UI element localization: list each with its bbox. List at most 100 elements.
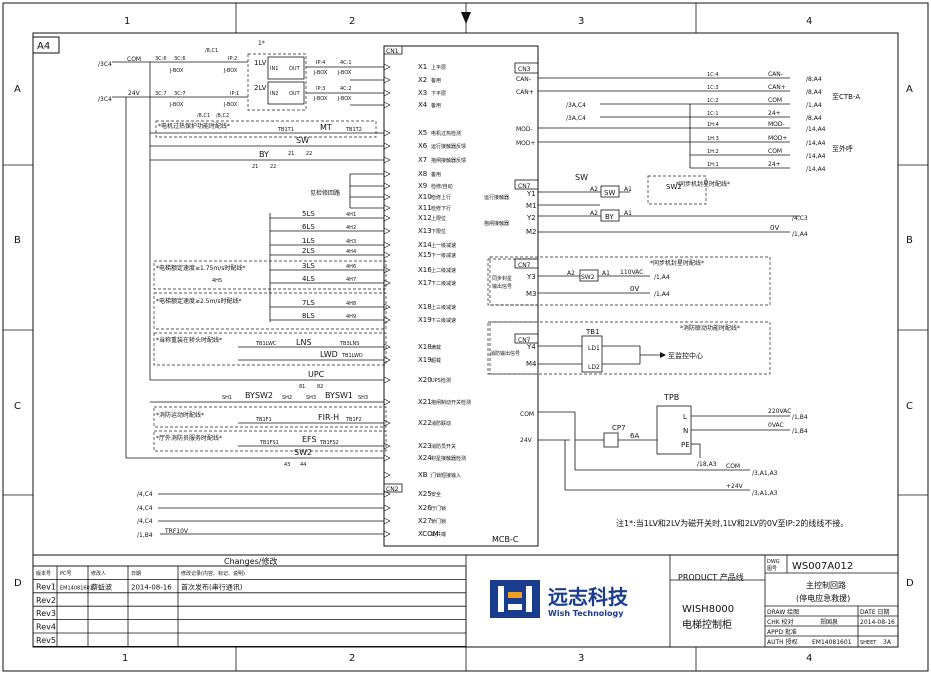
product-label: PRODUCT 产品线 [678,572,744,582]
changes-cell: Rev4 [36,623,56,632]
svg-text:3C:7: 3C:7 [155,91,167,97]
input-pin-label: X10 [418,193,432,201]
svg-text:EM14081601: EM14081601 [812,639,852,646]
drawing-subtitle: (停电应急救援) [796,593,850,603]
svg-text:4H8: 4H8 [346,301,356,307]
input-terminal-marker [383,530,391,538]
input-pin-label: X4 [418,101,428,109]
svg-text:4H9: 4H9 [346,314,356,320]
svg-text:SHEET: SHEET [860,640,877,646]
col-label-1: 1 [124,16,130,27]
y1-pin: Y1 [526,190,536,198]
svg-text:LNS: LNS [296,338,312,347]
input-terminal-marker [383,241,391,249]
input-terminal-marker [383,129,391,137]
speed-175-note: *电梯额定速度≥1.75m/s时配线* [156,264,245,272]
svg-text:COM: COM [520,411,534,418]
changes-header: 修改记录(内容、标记、说明) [181,570,245,577]
input-pin-label: X18 [418,303,432,311]
input-pin-label: X6 [418,142,428,150]
svg-text:/8,C2: /8,C2 [216,113,229,119]
svg-text:CHK 校对: CHK 校对 [767,618,794,626]
changes-header: 日期 [131,571,141,577]
svg-text:EFS: EFS [302,435,317,444]
inspection-note: 见检修回路 [310,189,340,197]
can-plus-pin: CAN+ [516,89,534,96]
input-pin-desc: 检修下行 [431,205,451,212]
svg-text:3C:7: 3C:7 [174,91,186,97]
svg-text:郑国泉: 郑国泉 [820,618,838,626]
svg-text:4H1: 4H1 [346,212,356,218]
input-pin-label: X15 [418,251,432,259]
input-pin-label: X7 [418,156,427,164]
svg-text:输出信号: 输出信号 [492,283,512,290]
brake-contactor-label: 抱闸接触器 [484,220,509,227]
input-pin-desc: 下一级减速 [431,252,456,259]
svg-text:DWG: DWG [767,559,780,565]
cn1-label: CN1 [386,48,399,55]
svg-text:2LS: 2LS [302,247,315,255]
svg-text:CAN-: CAN- [768,71,783,78]
svg-text:4H6: 4H6 [346,264,356,270]
svg-text:/8,C1: /8,C1 [197,113,210,119]
input-pin-label: X17 [418,279,432,287]
svg-text:4H7: 4H7 [346,277,356,283]
svg-text:LD2: LD2 [588,364,600,371]
footnote: 注1*:当1LV和2LV为磁开关时,1LV和2LV的0V至IP:2的线线不接。 [616,518,848,528]
cn3-label: CN3 [518,66,531,73]
svg-text:1H:4: 1H:4 [707,122,719,128]
svg-text:110VAC: 110VAC [620,269,643,276]
row-label-a: A [14,84,21,95]
svg-text:4H4: 4H4 [346,249,356,255]
svg-text:4H3: 4H3 [346,239,356,245]
svg-text:SH1: SH1 [222,395,232,401]
svg-text:/8,A4: /8,A4 [806,115,822,122]
com-rail-label: COM [127,56,141,63]
svg-text:A1: A1 [624,210,632,217]
svg-text:SH3: SH3 [358,395,368,401]
inner-border [32,32,899,648]
svg-text:4C:1: 4C:1 [340,60,352,66]
input-pin-label: X3 [418,89,427,97]
svg-text:*同步机封星时配线*: *同步机封星时配线* [676,180,730,188]
svg-text:UPC: UPC [308,370,325,379]
svg-text:J-BOX: J-BOX [337,70,352,76]
svg-text:/4,C4: /4,C4 [137,518,153,525]
svg-text:4LS: 4LS [302,275,315,283]
svg-text:A2: A2 [567,270,575,277]
svg-text:LD1: LD1 [588,345,600,352]
svg-text:82: 82 [317,384,323,390]
svg-text:1H:2: 1H:2 [707,149,719,155]
changes-cell: 2014-08-16 [131,583,172,591]
weigh-note: *当称重装在轿头时配线* [156,336,222,344]
input-pin-desc: 上三级减速 [431,304,456,311]
lv1-label: 1LV [254,59,267,67]
changes-cell: Rev2 [36,596,56,605]
svg-text:IN1: IN1 [270,66,278,72]
input-pin-desc: 下限位 [431,228,446,235]
sync-out-label: 同步封星 [492,275,512,282]
input-terminal-marker [383,316,391,324]
input-pin-desc: 备用 [431,102,441,109]
zone-tag: A4 [37,41,50,52]
input-pin-label: X21 [418,398,432,406]
input-pin-label: X24 [418,454,432,462]
mcb-title: MCB-C [492,535,519,544]
input-terminal-marker [383,204,391,212]
input-pin-label: X18 [418,343,432,351]
input-terminal-marker [383,227,391,235]
svg-text:21: 21 [288,151,294,157]
cn7-label-1: CN7 [518,183,531,190]
input-pin-label: X12 [418,214,432,222]
svg-text:OUT: OUT [289,91,301,97]
input-pin-desc: 检修上行 [431,194,451,201]
row-label-c: C [14,401,21,412]
v24-rail-label: 24V [128,90,141,97]
input-pin-label: X26 [418,504,432,512]
svg-text:1*: 1* [258,40,265,47]
row-label-b-right: B [906,235,913,246]
